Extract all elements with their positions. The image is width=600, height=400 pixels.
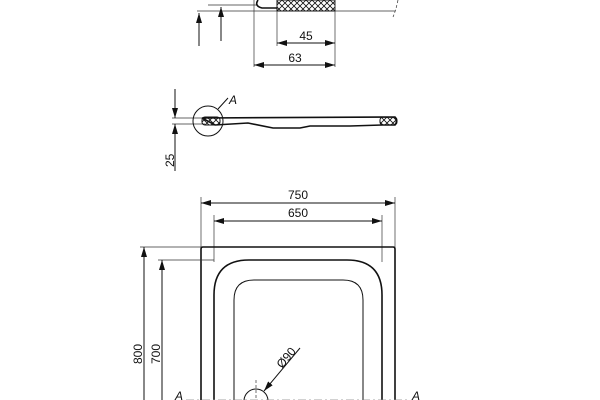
dimension-700: 700 xyxy=(149,344,163,364)
drain-circle xyxy=(243,388,269,400)
detail-a-circle xyxy=(192,105,224,137)
section-view: 25 A xyxy=(163,89,398,171)
dimension-650: 650 xyxy=(288,206,308,220)
dimension-750: 750 xyxy=(288,188,308,202)
dimension-25: 25 xyxy=(163,153,177,167)
dimension-63: 63 xyxy=(288,51,302,65)
section-marker-right: A xyxy=(411,389,420,400)
plan-view: 750 650 800 700 Ø90 A A xyxy=(131,188,420,400)
drain-diameter-label: Ø90 xyxy=(274,344,300,371)
detail-a-label: A xyxy=(228,93,237,107)
detail-view: 45 63 xyxy=(196,0,399,68)
dimension-45: 45 xyxy=(299,29,313,43)
hatched-rim-section xyxy=(276,0,336,12)
dimension-800: 800 xyxy=(131,344,145,364)
section-marker-left: A xyxy=(174,389,183,400)
